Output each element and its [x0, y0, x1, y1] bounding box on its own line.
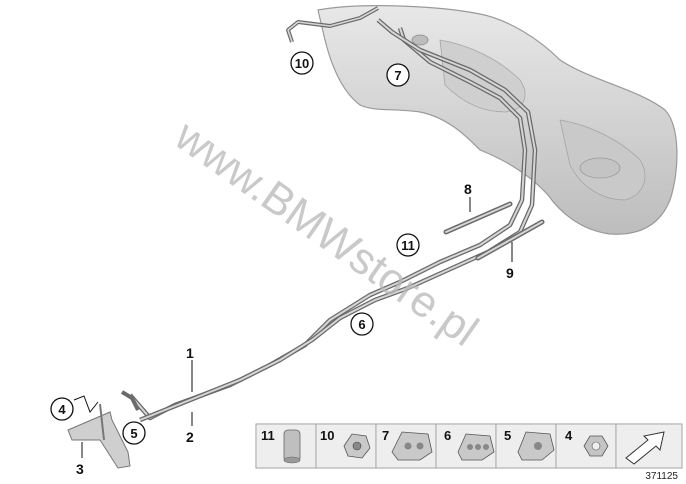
- parts-legend: 11 10 7 6: [255, 423, 683, 469]
- legend-item-11: 11: [255, 423, 317, 469]
- svg-text:5: 5: [504, 428, 511, 443]
- callout-11: 11: [396, 233, 420, 257]
- callout-1: 1: [186, 345, 194, 361]
- arrow-icon: [625, 431, 665, 465]
- callout-7: 7: [386, 63, 410, 87]
- watermark: www.BMWstore.pl: [165, 110, 486, 355]
- single-clip-icon: [517, 431, 555, 461]
- svg-text:6: 6: [358, 317, 365, 332]
- pipe-clip-icon: [343, 433, 371, 459]
- double-clip-icon: [391, 431, 433, 461]
- legend-item-10: 10: [315, 423, 377, 469]
- svg-text:10: 10: [295, 56, 309, 71]
- callout-3: 3: [76, 461, 84, 477]
- svg-text:9: 9: [506, 265, 514, 281]
- svg-text:5: 5: [130, 426, 137, 441]
- svg-text:10: 10: [320, 428, 334, 443]
- callout-6: 6: [350, 312, 374, 336]
- svg-text:11: 11: [261, 428, 275, 443]
- fuel-lines: [120, 6, 538, 423]
- svg-text:7: 7: [394, 68, 401, 83]
- triple-clip-icon: [457, 433, 495, 461]
- callout-2: 2: [186, 429, 194, 445]
- svg-text:2: 2: [186, 429, 194, 445]
- svg-text:3: 3: [76, 461, 84, 477]
- legend-item-arrow: [615, 423, 683, 469]
- svg-text:11: 11: [401, 238, 415, 253]
- reference-number: 371125: [645, 471, 678, 482]
- hose-part-9: [475, 219, 545, 261]
- fuel-tank: [317, 5, 678, 235]
- callout-9: 9: [506, 265, 514, 281]
- svg-text:8: 8: [464, 181, 472, 197]
- hex-nut-icon: [583, 435, 609, 457]
- svg-text:7: 7: [382, 428, 389, 443]
- callout-5: 5: [122, 421, 146, 445]
- svg-text:6: 6: [444, 428, 451, 443]
- callout-10: 10: [290, 51, 314, 75]
- legend-item-7: 7: [375, 423, 437, 469]
- callout-8: 8: [464, 181, 472, 197]
- legend-item-5: 5: [495, 423, 557, 469]
- svg-text:1: 1: [186, 345, 194, 361]
- legend-item-4: 4: [555, 423, 617, 469]
- bracket-part-3: [67, 403, 131, 469]
- svg-text:4: 4: [58, 402, 66, 417]
- hose-part-8: [443, 201, 513, 235]
- hose-piece-icon: [283, 429, 301, 464]
- callout-4: 4: [50, 397, 74, 421]
- svg-text:4: 4: [565, 428, 573, 443]
- legend-item-6: 6: [435, 423, 497, 469]
- leader-lines: [73, 197, 513, 458]
